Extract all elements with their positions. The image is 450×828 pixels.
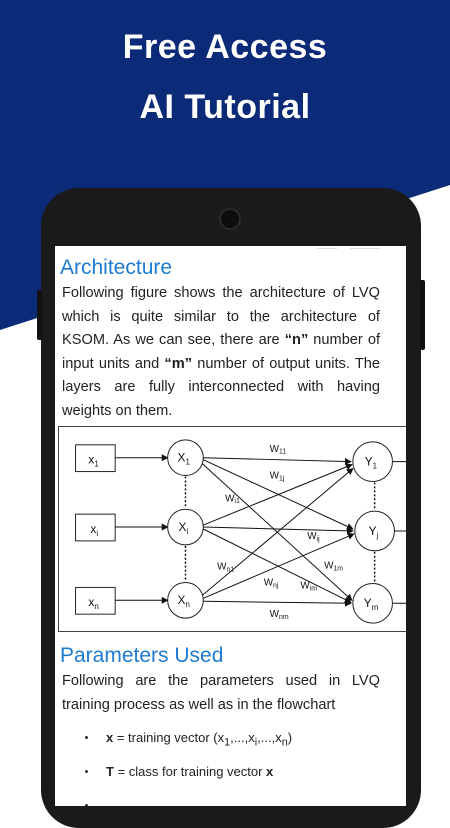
connection-n-j — [203, 533, 355, 599]
weight-label-w1j: W1j — [270, 470, 285, 482]
hidden-node-n — [167, 581, 204, 619]
connection-n-1 — [201, 467, 354, 596]
divider — [317, 248, 337, 249]
lvq-architecture-diagram: x1 xi xn X1 Xi Xn Y1 Yj Ym — [58, 426, 406, 632]
weight-label-w11: W11 — [270, 444, 287, 456]
architecture-text-2: number of input units and — [62, 332, 381, 372]
weight-label-wn1: Wn1 — [217, 562, 234, 574]
connection-i-m — [203, 528, 352, 603]
promo-headline-line1: Free Access — [122, 28, 328, 66]
phone-side-button-right — [420, 280, 425, 350]
output-label-j: Yj — [369, 524, 379, 540]
input-label-n: xn — [88, 595, 98, 611]
architecture-heading: Architecture — [60, 256, 173, 279]
weight-label-w1m: W1m — [324, 561, 343, 573]
parameters-heading: Parameters Used — [60, 644, 224, 667]
input-box-1 — [75, 444, 116, 473]
weight-label-wnj: Wnj — [264, 577, 279, 589]
promo-headline-line2: AI Tutorial — [139, 88, 311, 126]
architecture-paragraph: Following figure shows the architecture … — [62, 282, 380, 423]
bullet-dot — [85, 804, 88, 806]
weight-label-wnm: Wnm — [270, 609, 289, 621]
architecture-m-bold: “m” — [164, 355, 192, 372]
connection-i-1 — [203, 463, 353, 526]
divider — [251, 321, 265, 322]
hidden-label-i: Xi — [179, 520, 189, 536]
connection-n-m — [203, 599, 352, 607]
hidden-label-1: X1 — [178, 451, 191, 467]
weight-label-wim: Wim — [300, 580, 317, 592]
list-item-text: T = class for training vector x — [106, 764, 274, 779]
parameters-paragraph: Following are the parameters used in LVQ… — [62, 673, 380, 713]
bullet-dot — [85, 736, 88, 739]
architecture-text-3: number of output units. The layers are f… — [62, 355, 380, 419]
input-box-i — [75, 513, 116, 542]
output-label-m: Ym — [364, 596, 379, 612]
connection-1-1 — [203, 457, 352, 465]
phone-side-button-left — [37, 290, 42, 340]
input-box-n — [75, 586, 116, 615]
input-label-1: x1 — [88, 453, 99, 469]
connection-i-j — [203, 526, 354, 535]
phone-speaker-icon — [219, 208, 241, 230]
hidden-label-n: Xn — [178, 593, 190, 609]
architecture-n-bold: “n” — [284, 332, 309, 348]
divider — [350, 248, 380, 249]
phone-screen[interactable]: Architecture Following figure shows the … — [55, 246, 406, 806]
weight-label-wij: Wij — [307, 531, 320, 543]
list-item-text: x = training vector (x1,...,xi,...,xn) — [106, 730, 293, 749]
input-label-i: xi — [90, 522, 98, 538]
output-label-1: Y1 — [365, 455, 378, 471]
hidden-node-i — [167, 508, 204, 546]
weight-label-wi1: Wi1 — [225, 493, 240, 505]
architecture-text-1: Following figure shows the architecture … — [62, 285, 380, 348]
bullet-dot — [85, 770, 88, 773]
